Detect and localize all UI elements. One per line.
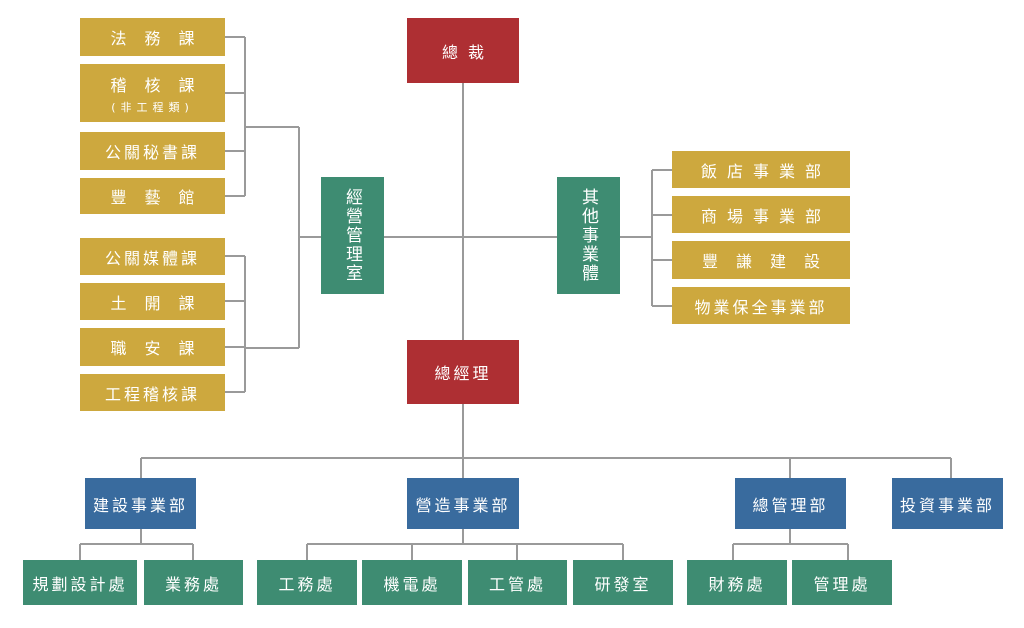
division-admin: 總管理部 <box>735 478 846 529</box>
section-eng-audit: 工程稽核課 <box>80 374 225 411</box>
unit-property-security: 物業保全事業部 <box>672 287 850 324</box>
office-finance: 財務處 <box>687 560 787 605</box>
division-development: 建設事業部 <box>85 478 196 529</box>
unit-mall: 商場事業部 <box>672 196 850 233</box>
management-office-label: 經營管理室 <box>342 188 362 283</box>
office-planning-design: 規劃設計處 <box>23 560 137 605</box>
office-mep: 機電處 <box>362 560 462 605</box>
section-audit: 稽核課 (非工程類) <box>80 64 225 122</box>
office-rnd: 研發室 <box>573 560 673 605</box>
unit-construction-co: 豐謙建設 <box>672 241 850 279</box>
office-engineering: 工務處 <box>257 560 357 605</box>
office-business: 業務處 <box>144 560 243 605</box>
section-art-gallery: 豐藝館 <box>80 178 225 214</box>
president-box: 總裁 <box>407 18 519 83</box>
general-manager-box: 總經理 <box>407 340 519 404</box>
unit-hotel: 飯店事業部 <box>672 151 850 188</box>
division-construction: 營造事業部 <box>407 478 519 529</box>
section-audit-sub: (非工程類) <box>111 100 194 114</box>
section-pr-secretary: 公關秘書課 <box>80 132 225 170</box>
office-management: 管理處 <box>792 560 892 605</box>
section-legal: 法務課 <box>80 18 225 56</box>
section-safety: 職安課 <box>80 328 225 366</box>
other-business-label: 其他事業體 <box>578 188 598 283</box>
division-investment: 投資事業部 <box>892 478 1003 529</box>
section-pr-media: 公關媒體課 <box>80 238 225 275</box>
management-office-box: 經營管理室 <box>321 177 384 294</box>
office-eng-management: 工管處 <box>468 560 567 605</box>
section-audit-label: 稽核課 <box>110 75 213 95</box>
other-business-box: 其他事業體 <box>557 177 620 294</box>
section-land-dev: 土開課 <box>80 283 225 320</box>
